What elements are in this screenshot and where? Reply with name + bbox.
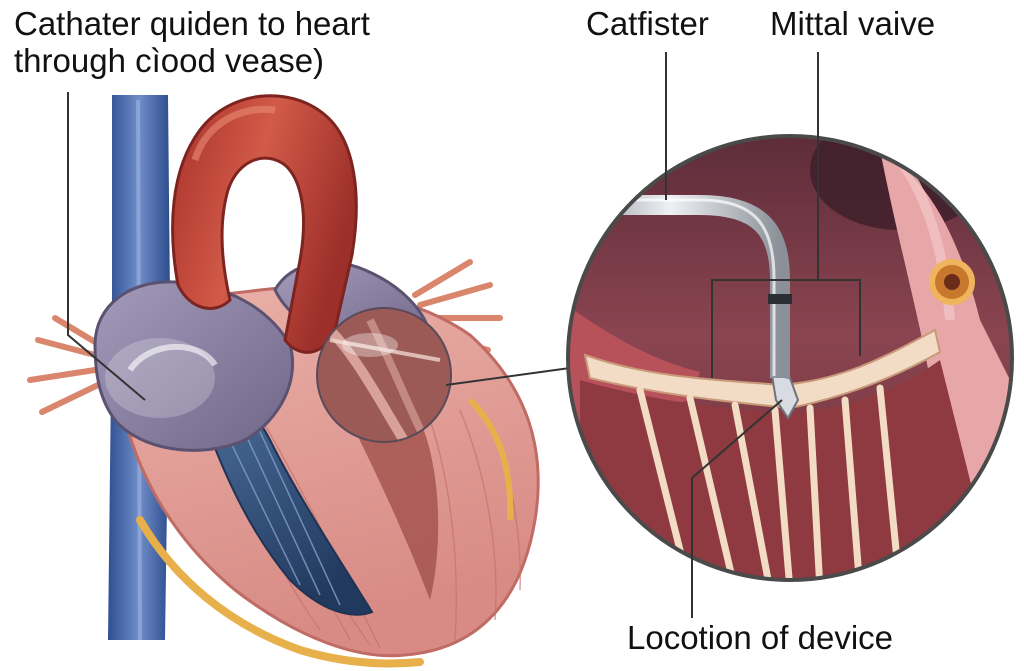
heart-illustration [27, 94, 540, 668]
mitral-valve-leaflets [583, 328, 942, 410]
catheter-path-label-line2: through cìood vease) [14, 41, 325, 79]
catheter-band [768, 294, 792, 304]
pulmonary-vessels-left [27, 315, 103, 415]
aorta [171, 94, 358, 354]
inset-connector-line [445, 367, 571, 386]
left-atrium [93, 280, 295, 452]
aortic-opening [260, 203, 284, 247]
leader-lines [67, 52, 861, 618]
catheter-path-label-line1: Cathater quiden to heart [14, 5, 370, 42]
valve-magnifier [316, 307, 452, 443]
mitral-valve-inset [566, 134, 1014, 582]
epicardial-edge [136, 516, 424, 668]
mitral-valve-label: Mittal vaive [770, 5, 936, 42]
chordae-tendineae [636, 384, 904, 580]
device-location-label: Locotion of device [627, 619, 894, 656]
catheter-label: Catfister [586, 5, 709, 42]
catheter-path-label: Cathater quiden to heart through cìood v… [14, 5, 370, 80]
